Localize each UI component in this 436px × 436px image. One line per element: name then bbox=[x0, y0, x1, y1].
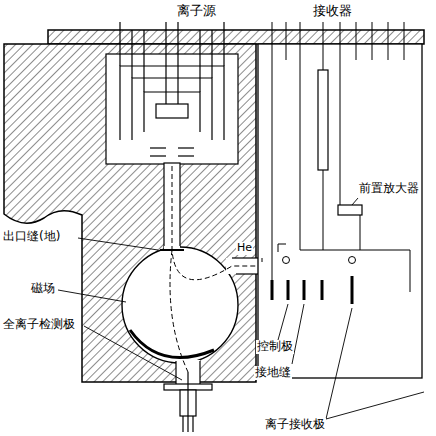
feedthrough bbox=[349, 257, 356, 264]
leader-line bbox=[58, 198, 424, 419]
feedthrough bbox=[283, 257, 290, 264]
ion-source-chamber bbox=[106, 54, 238, 164]
part-label: 前置放大器 bbox=[358, 182, 420, 196]
part-label: 磁场 bbox=[30, 282, 56, 296]
part-label: 全离子检测极 bbox=[2, 318, 76, 332]
part-label: 离子接收极 bbox=[264, 418, 326, 432]
part-label: 接地缝 bbox=[254, 366, 292, 380]
magnet-pole bbox=[130, 330, 214, 358]
receiver-wiring bbox=[262, 22, 410, 292]
top-plate bbox=[48, 30, 424, 44]
receiver-plates bbox=[272, 276, 352, 304]
total-ion-detector bbox=[164, 372, 212, 432]
ion-source-electrodes bbox=[120, 22, 224, 156]
magnet-chamber bbox=[122, 247, 238, 363]
resistor-symbol bbox=[318, 70, 328, 170]
part-label: 出口缝(地) bbox=[2, 230, 61, 244]
part-heading: 离子源 bbox=[176, 4, 217, 19]
gas-label: He bbox=[236, 242, 253, 255]
part-label: 控制极 bbox=[256, 340, 294, 354]
preamplifier bbox=[338, 205, 362, 215]
total-ion-beam bbox=[170, 250, 188, 372]
part-heading: 接收器 bbox=[312, 4, 353, 19]
